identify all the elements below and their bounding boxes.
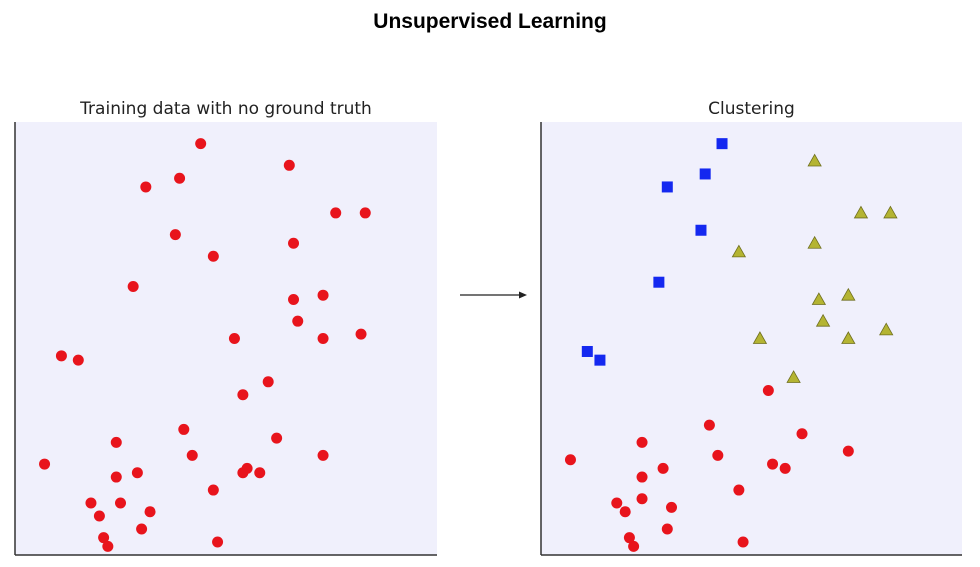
data-point-unlabeled (131, 467, 143, 479)
data-point-unlabeled (110, 471, 122, 483)
data-point-cluster-olive (811, 292, 827, 305)
data-point-cluster-red (666, 501, 678, 513)
data-point-unlabeled (102, 540, 114, 552)
data-point-unlabeled (317, 333, 329, 344)
plot-title: Training data with no ground truth (79, 99, 372, 119)
data-points (564, 138, 898, 552)
data-point-unlabeled (136, 523, 148, 535)
data-point-cluster-red (619, 506, 631, 518)
data-point-unlabeled (207, 250, 219, 262)
data-point-cluster-olive (807, 235, 822, 249)
data-point-unlabeled (178, 423, 190, 435)
data-point-unlabeled (317, 289, 329, 301)
data-point-cluster-olive (786, 370, 801, 383)
data-point-cluster-olive (731, 244, 747, 258)
data-point-cluster-blue (594, 354, 606, 366)
data-point-cluster-blue (581, 345, 593, 357)
data-point-unlabeled (39, 458, 51, 470)
data-point-cluster-red (636, 471, 648, 483)
data-point-unlabeled (317, 449, 329, 461)
data-point-unlabeled (85, 497, 97, 509)
plot-background (541, 122, 962, 555)
data-point-cluster-red (842, 445, 854, 457)
data-point-cluster-red (796, 428, 808, 440)
data-point-unlabeled (359, 207, 371, 219)
arrow-icon (460, 291, 527, 299)
data-point-unlabeled (212, 536, 224, 548)
data-point-cluster-red (657, 462, 669, 474)
data-point-cluster-blue (653, 276, 665, 288)
data-point-cluster-blue (695, 224, 707, 236)
data-point-cluster-red (767, 458, 779, 470)
data-point-unlabeled (237, 467, 249, 479)
plot-training-data: Training data with no ground truth (14, 99, 437, 556)
data-point-unlabeled (174, 172, 186, 184)
data-point-cluster-olive (815, 313, 831, 327)
data-point-cluster-red (661, 523, 673, 535)
data-point-cluster-olive (879, 322, 894, 336)
plot-background (15, 122, 437, 555)
data-point-unlabeled (330, 207, 342, 219)
data-point-unlabeled (355, 328, 367, 340)
data-point-cluster-red (623, 532, 635, 544)
plot-clustering: Clustering (540, 99, 962, 556)
data-point-unlabeled (127, 281, 139, 293)
data-point-unlabeled (207, 484, 219, 496)
data-point-unlabeled (169, 229, 181, 241)
data-points (39, 138, 371, 552)
data-point-cluster-blue (716, 138, 728, 150)
data-point-unlabeled (288, 237, 300, 249)
data-point-unlabeled (93, 510, 105, 522)
data-point-unlabeled (72, 354, 84, 366)
data-point-unlabeled (115, 497, 126, 509)
data-point-cluster-olive (883, 205, 898, 219)
data-point-cluster-olive (752, 331, 768, 344)
data-point-unlabeled (98, 532, 110, 544)
data-point-unlabeled (110, 436, 122, 448)
data-point-cluster-olive (841, 287, 856, 301)
data-point-cluster-red (712, 449, 724, 461)
data-point-cluster-red (703, 419, 715, 431)
data-point-unlabeled (55, 350, 67, 362)
data-point-cluster-red (564, 454, 576, 466)
data-point-unlabeled (292, 315, 304, 327)
data-point-cluster-red (636, 493, 648, 505)
data-point-cluster-red (779, 462, 791, 474)
data-point-unlabeled (140, 181, 152, 193)
data-point-cluster-olive (853, 205, 869, 219)
data-point-cluster-blue (661, 181, 673, 193)
data-point-cluster-red (636, 436, 648, 448)
data-point-unlabeled (254, 467, 266, 479)
data-point-unlabeled (186, 449, 198, 461)
main-title: Unsupervised Learning (373, 10, 607, 33)
data-point-unlabeled (288, 294, 300, 306)
data-point-unlabeled (271, 432, 283, 444)
data-point-unlabeled (262, 376, 274, 388)
data-point-cluster-red (762, 384, 774, 396)
data-point-cluster-red (611, 497, 623, 509)
data-point-unlabeled (144, 506, 156, 518)
data-point-cluster-olive (841, 331, 856, 344)
data-point-cluster-red (737, 536, 749, 548)
data-point-cluster-red (733, 484, 745, 496)
data-point-unlabeled (283, 159, 295, 171)
data-point-unlabeled (195, 138, 207, 150)
data-point-cluster-olive (807, 153, 822, 167)
data-point-unlabeled (228, 333, 240, 344)
plot-title: Clustering (708, 99, 795, 119)
data-point-cluster-red (628, 540, 640, 552)
data-point-cluster-blue (699, 168, 711, 180)
data-point-unlabeled (237, 389, 249, 401)
